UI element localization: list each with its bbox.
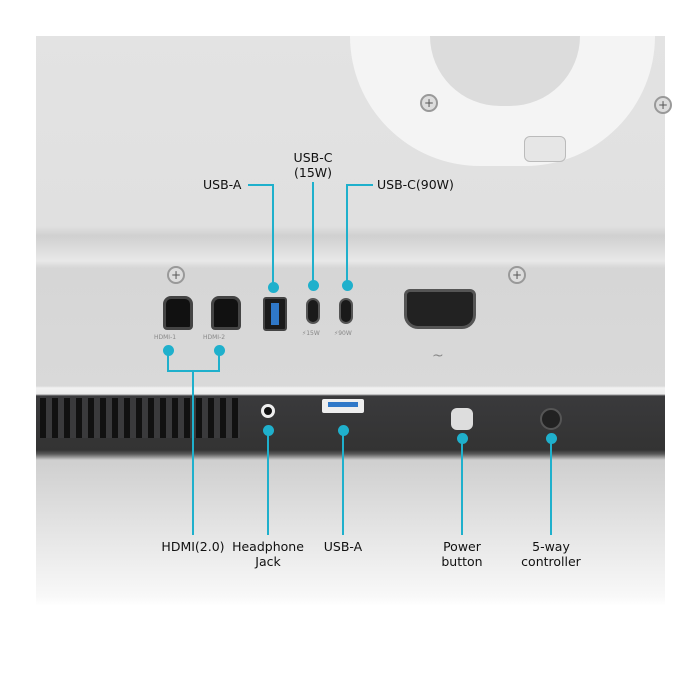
usb-a-port-top: [263, 297, 287, 331]
usb-c-15w-marking: ⚡15W: [302, 330, 320, 337]
hdmi-2-port: [211, 296, 241, 330]
stand-latch: [524, 136, 566, 162]
callout-dot: [338, 425, 349, 436]
screw-icon: +: [420, 94, 438, 112]
label-usb-c-90w: USB-C(90W): [377, 177, 454, 192]
callout-line: [218, 350, 220, 371]
callout-line: [248, 184, 273, 186]
ac-power-inlet: [404, 289, 476, 329]
ac-marking: ~: [432, 348, 444, 364]
label-power-button: Power button: [441, 539, 483, 569]
callout-line: [461, 438, 463, 535]
label-usb-c-15w: USB-C (15W): [293, 150, 333, 180]
label-usb-a-top: USB-A: [203, 177, 242, 192]
callout-dot: [214, 345, 225, 356]
usb-c-90w-marking: ⚡90W: [334, 330, 352, 337]
callout-line: [346, 184, 373, 186]
usb-a-port-bottom: [322, 399, 364, 413]
label-hdmi: HDMI(2.0): [161, 539, 225, 554]
callout-line: [272, 184, 274, 287]
label-headphone-jack: Headphone Jack: [232, 539, 304, 569]
label-5-way-controller: 5-way controller: [521, 539, 581, 569]
screw-icon: +: [508, 266, 526, 284]
callout-dot: [546, 433, 557, 444]
callout-line: [312, 182, 314, 285]
callout-line: [167, 350, 169, 371]
callout-line: [550, 438, 552, 535]
callout-dot: [308, 280, 319, 291]
callout-line: [267, 430, 269, 535]
usb-c-90w-port: [339, 298, 353, 324]
hdmi-1-port: [163, 296, 193, 330]
headphone-jack: [261, 404, 275, 418]
usb-c-15w-port: [306, 298, 320, 324]
callout-line: [346, 184, 348, 285]
callout-line: [167, 370, 220, 372]
callout-dot: [342, 280, 353, 291]
callout-dot: [263, 425, 274, 436]
hdmi-2-marking: HDMI-2: [203, 334, 226, 341]
hdmi-1-marking: HDMI-1: [154, 334, 177, 341]
screw-icon: +: [654, 96, 672, 114]
screw-icon: +: [167, 266, 185, 284]
vent-grille: [40, 398, 240, 438]
power-button[interactable]: [451, 408, 473, 430]
callout-dot: [163, 345, 174, 356]
callout-dot: [457, 433, 468, 444]
callout-line: [192, 370, 194, 535]
label-usb-a-bottom: USB-A: [323, 539, 363, 554]
callout-dot: [268, 282, 279, 293]
callout-line: [342, 430, 344, 535]
five-way-controller[interactable]: [540, 408, 562, 430]
